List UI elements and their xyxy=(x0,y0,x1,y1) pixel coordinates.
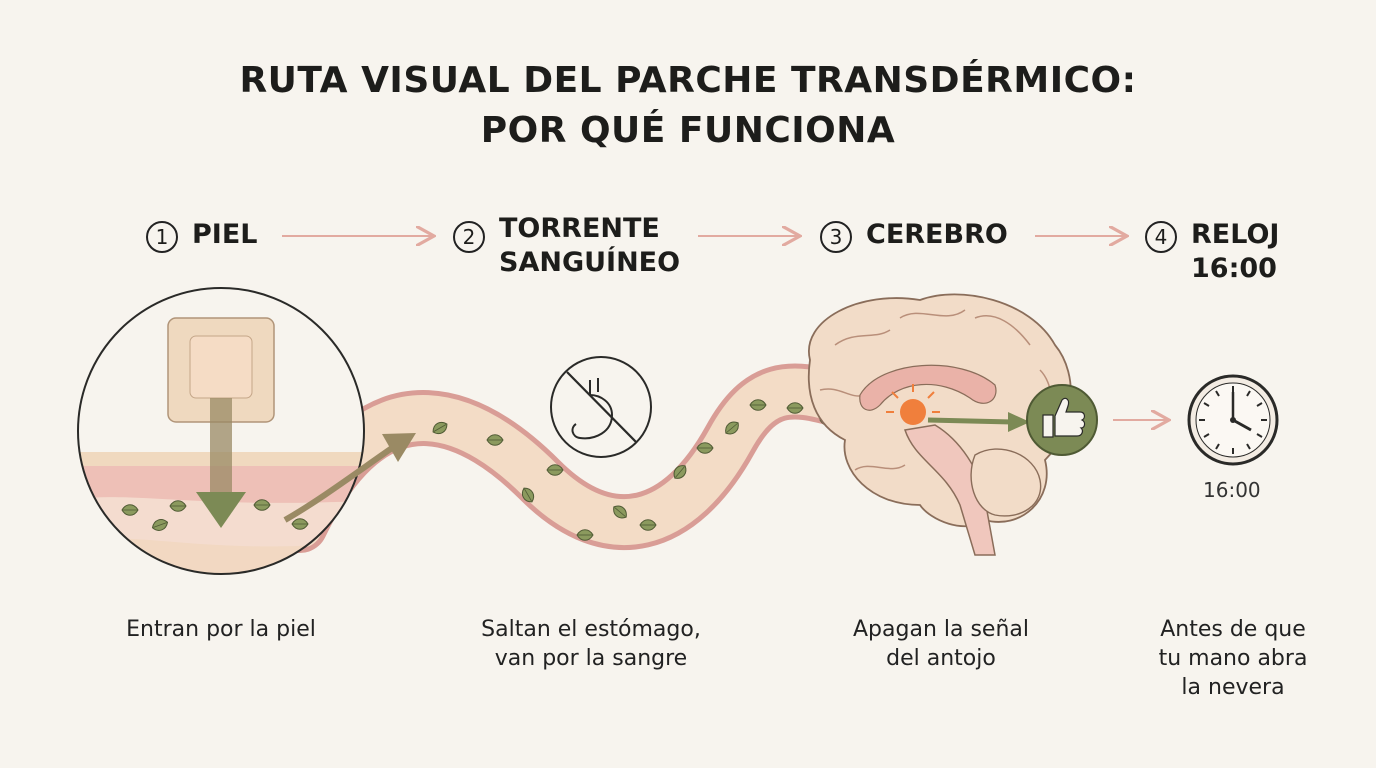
leaf-icon xyxy=(639,519,657,531)
step-4-header: 4 RELOJ 16:00 xyxy=(1145,218,1279,286)
caption-4: Antes de que tu mano abra la nevera xyxy=(1133,615,1333,702)
step-1-label: PIEL xyxy=(192,219,258,250)
leaf-icon xyxy=(749,399,767,411)
leaf-icon xyxy=(253,499,271,511)
brain-icon xyxy=(807,293,1072,556)
caption-3-line-1: Apagan la señal xyxy=(853,617,1029,642)
caption-2-line-1: Saltan el estómago, xyxy=(481,617,701,642)
step-1-number: 1 xyxy=(146,221,178,253)
caption-4-line-1: Antes de que xyxy=(1160,617,1306,642)
step-2-label-line-2: SANGUÍNEO xyxy=(499,247,681,278)
step-2-number: 2 xyxy=(453,221,485,253)
step-3-header: 3 CEREBRO xyxy=(820,218,1008,253)
step-4-label-line-2: 16:00 xyxy=(1191,253,1277,284)
caption-4-line-3: la nevera xyxy=(1181,675,1285,700)
leaf-icon xyxy=(486,434,504,446)
thumbs-up-icon xyxy=(1026,384,1098,456)
step-2-label-line-1: TORRENTE xyxy=(499,213,660,244)
zoom-circle xyxy=(77,287,365,575)
leaf-icon xyxy=(696,442,714,454)
leaf-icon xyxy=(291,518,309,530)
step-4-label-line-1: RELOJ xyxy=(1191,219,1280,250)
caption-1: Entran por la piel xyxy=(96,615,346,644)
step-1-header: 1 PIEL xyxy=(146,218,257,253)
page-title-line-1: RUTA VISUAL DEL PARCHE TRANSDÉRMICO: xyxy=(239,60,1137,101)
page-title-line-2: POR QUÉ FUNCIONA xyxy=(480,110,896,151)
no-stomach-icon xyxy=(550,356,652,458)
step-3-label: CEREBRO xyxy=(866,219,1008,250)
step-3-number: 3 xyxy=(820,221,852,253)
caption-1-line-1: Entran por la piel xyxy=(126,617,316,642)
clock-icon xyxy=(1187,374,1279,466)
caption-3-line-2: del antojo xyxy=(886,646,996,671)
blood-vessel xyxy=(272,363,868,553)
clock-time-label: 16:00 xyxy=(1203,478,1261,502)
leaf-icon xyxy=(169,500,187,512)
step-4-number: 4 xyxy=(1145,221,1177,253)
caption-2: Saltan el estómago, van por la sangre xyxy=(456,615,726,673)
caption-4-line-2: tu mano abra xyxy=(1158,646,1308,671)
patch-icon xyxy=(167,317,275,423)
leaf-icon xyxy=(576,529,594,541)
leaf-icon xyxy=(121,504,139,516)
caption-2-line-2: van por la sangre xyxy=(494,646,688,671)
skin-cross-section xyxy=(78,288,364,574)
caption-3: Apagan la señal del antojo xyxy=(826,615,1056,673)
leaf-icon xyxy=(546,464,564,476)
leaf-icon xyxy=(786,402,804,414)
step-2-header: 2 TORRENTE SANGUÍNEO xyxy=(453,212,680,280)
